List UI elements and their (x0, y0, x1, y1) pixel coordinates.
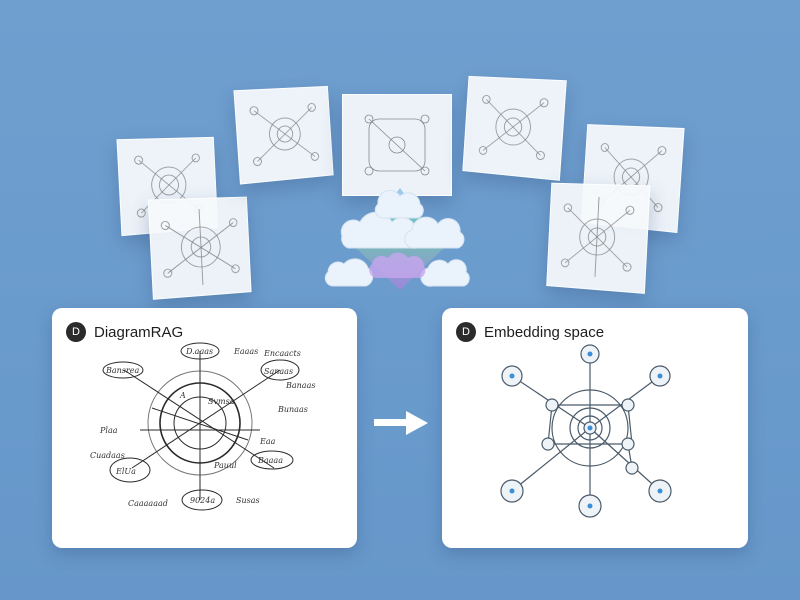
embedding-node (622, 438, 634, 450)
tile-sketch (463, 77, 565, 180)
tile-sketch (547, 184, 649, 293)
embedding-dot (658, 489, 663, 494)
embedding-dot (588, 352, 593, 357)
sketch-label: Pauul (213, 461, 237, 470)
embedding-graph (442, 308, 748, 548)
sketch-label: 9024a (190, 496, 215, 505)
sketch-label: Banaas (285, 381, 315, 390)
sketch-label: Caaaaaad (128, 499, 168, 508)
sketch-label: Bunaas (277, 405, 308, 414)
diagram-tile (462, 76, 566, 181)
embedding-node (542, 438, 554, 450)
embedding-node (546, 399, 558, 411)
sketch-label: Susas (236, 496, 260, 505)
embedding-dot (510, 489, 515, 494)
embedding-node (626, 462, 638, 474)
embedding-dot (588, 504, 593, 509)
diagram-tile (148, 197, 252, 300)
right-arrow-icon (372, 408, 432, 438)
embedding-dot (658, 374, 663, 379)
sketch-label: Eaaas (233, 347, 258, 356)
embedding-node (622, 399, 634, 411)
sketch-label: Svmsa (208, 397, 235, 406)
tile-sketch (235, 87, 333, 184)
sketch-label: Encaacts (263, 349, 301, 358)
sketch-label: ElUa (115, 467, 136, 476)
embedding-dot (510, 374, 515, 379)
sketch-label: Cuadaas (90, 451, 125, 460)
sketch-label: A (179, 391, 186, 400)
sketch-label: D.aaas (185, 347, 213, 356)
cloud-prism (320, 178, 480, 298)
diagram-tile (546, 183, 650, 294)
sketch-label: Baaaa (257, 456, 283, 465)
embedding-space-panel: D Embedding space (442, 308, 748, 548)
diagramrag-panel: D DiagramRAG D.aaas E (52, 308, 357, 548)
sketch-diagram: D.aaas Eaaas Bansrea Encaacts Sanaas Ban… (52, 308, 357, 548)
diagram-tile (233, 86, 333, 185)
embedding-dot (588, 426, 593, 431)
sketch-label: Bansrea (105, 366, 139, 375)
sketch-label: Plaa (99, 426, 118, 435)
sketch-label: Eaa (259, 437, 276, 446)
tile-sketch (149, 198, 251, 299)
sketch-label: Sanaas (264, 367, 293, 376)
